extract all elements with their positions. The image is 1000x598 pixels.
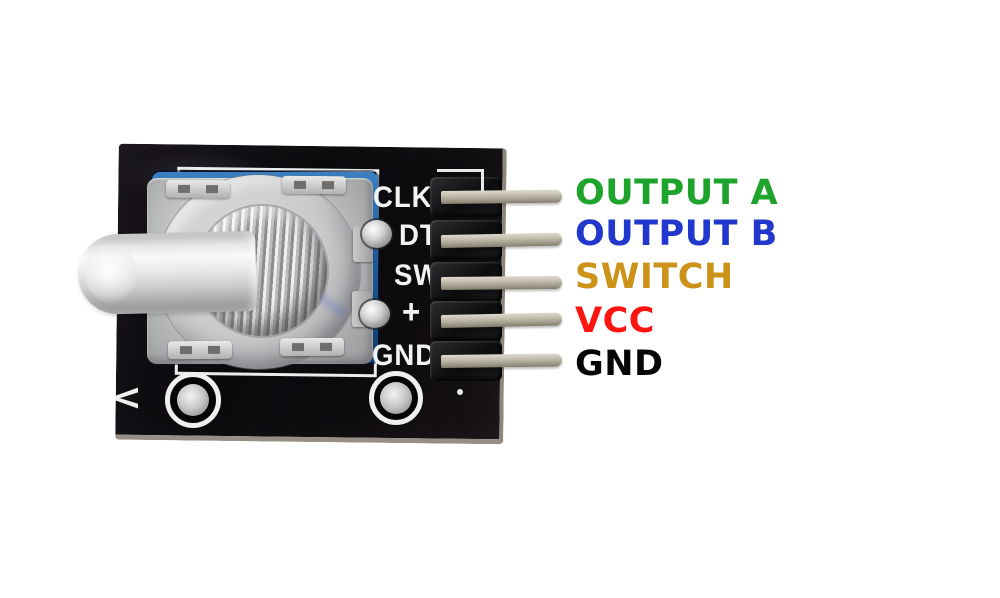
solder-joint [362, 220, 392, 248]
silkscreen-label-plus: + [402, 293, 422, 331]
hole-plating [177, 384, 209, 416]
hole-plating [380, 382, 412, 414]
solder-joint [360, 300, 390, 328]
pinout-label-output-a: OUTPUT A [575, 173, 779, 213]
encoder-mount-tab [279, 337, 345, 357]
silkscreen-label-clk: CLK [373, 181, 433, 214]
encoder-shaft [77, 230, 257, 316]
header-pin-clk [440, 189, 563, 204]
silkscreen-header-corner [437, 169, 484, 203]
encoder-mount-tab [165, 179, 231, 199]
encoder-mount-tab [167, 340, 233, 360]
pinout-label-vcc: VCC [575, 301, 655, 341]
header-pin-sw [440, 275, 563, 290]
pinout-label-switch: SWITCH [575, 257, 734, 297]
pinout-label-output-b: OUTPUT B [575, 214, 778, 254]
encoder-mount-tab [281, 175, 347, 195]
via-dot [457, 389, 463, 395]
header-pin-dt [440, 232, 563, 248]
header-pin-vcc [440, 312, 563, 328]
mounting-hole-right [369, 371, 423, 425]
silkscreen-label-gnd: GND [372, 339, 437, 372]
pinout-label-gnd: GND [575, 344, 664, 384]
mounting-hole-left [165, 372, 221, 428]
header-pin-gnd [440, 353, 563, 368]
board-marking-v: V [108, 387, 145, 409]
